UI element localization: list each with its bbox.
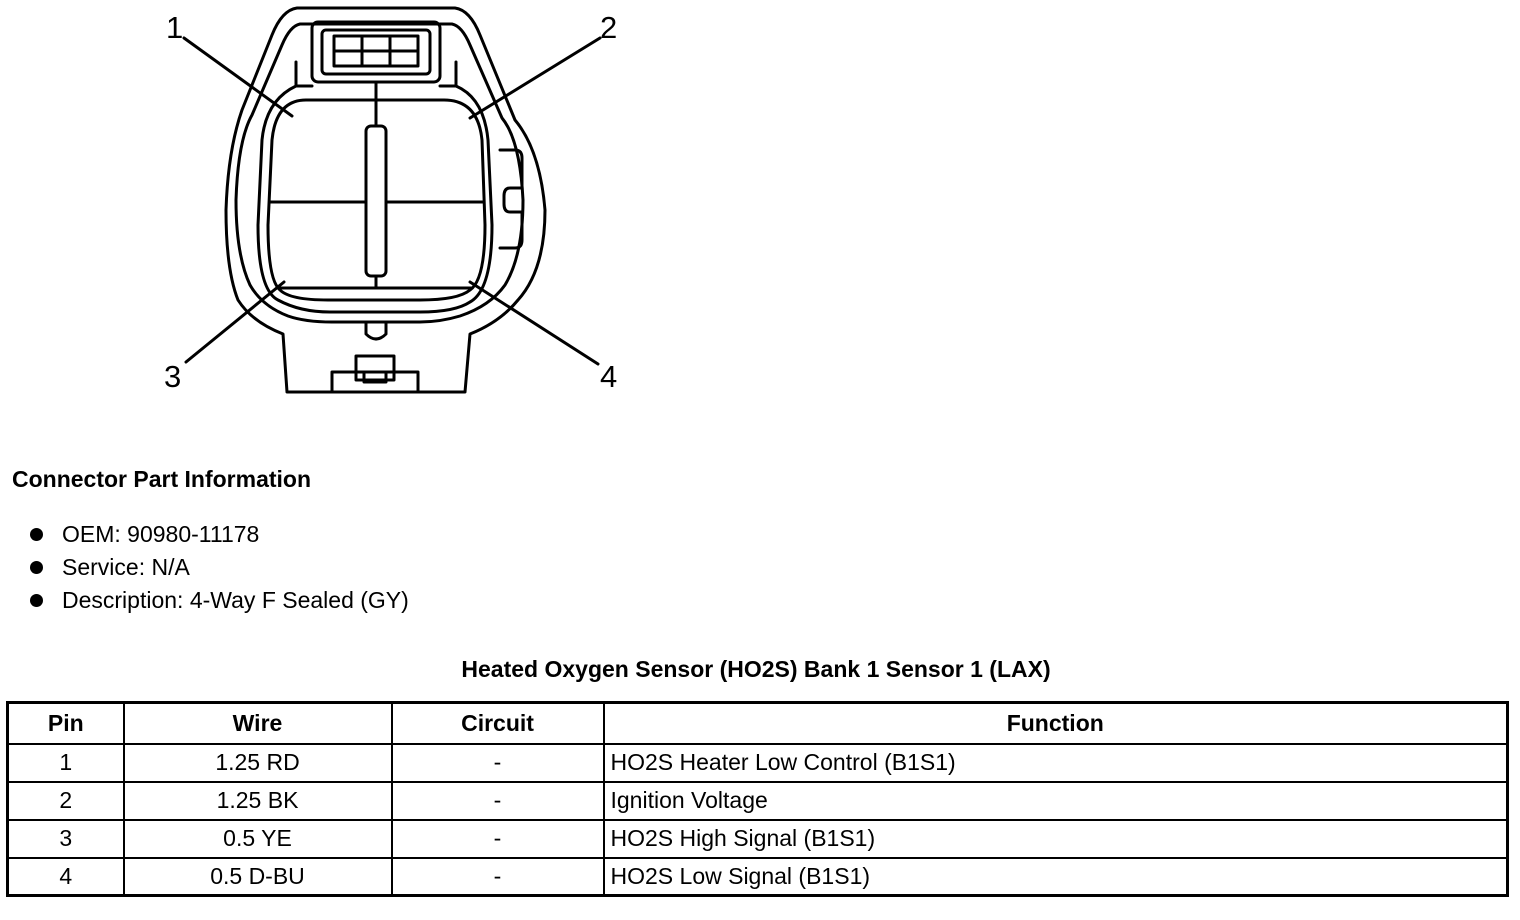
column-header-function: Function <box>602 701 1509 745</box>
part-info-oem: OEM: 90980-11178 <box>62 521 260 547</box>
column-header-circuit: Circuit <box>390 701 605 745</box>
cell-circuit: - <box>390 780 605 821</box>
table-header-row: Pin Wire Circuit Function <box>6 701 1509 745</box>
pinout-table: Pin Wire Circuit Function 1 1.25 RD - HO… <box>6 701 1509 897</box>
cell-wire: 0.5 YE <box>122 818 393 859</box>
cell-circuit: - <box>390 856 605 897</box>
cell-function: Ignition Voltage <box>602 780 1509 821</box>
part-info-item: OEM: 90980-11178 <box>28 518 409 551</box>
bullet-icon <box>30 561 43 574</box>
leader-line-1 <box>182 36 294 118</box>
pin-cavity-block <box>266 98 487 302</box>
part-info-heading: Connector Part Information <box>12 466 312 492</box>
cell-function: HO2S Low Signal (B1S1) <box>602 856 1509 897</box>
cell-wire: 0.5 D-BU <box>122 856 393 897</box>
cell-wire: 1.25 RD <box>122 742 393 783</box>
cell-pin: 2 <box>6 780 125 821</box>
column-header-wire: Wire <box>122 701 393 745</box>
pin-label-1: 1 <box>166 10 183 45</box>
part-info-description: Description: 4-Way F Sealed (GY) <box>62 587 409 613</box>
cell-function: HO2S Heater Low Control (B1S1) <box>602 742 1509 783</box>
pinout-table-title: Heated Oxygen Sensor (HO2S) Bank 1 Senso… <box>461 656 1051 682</box>
side-key <box>498 148 524 250</box>
leader-line-2 <box>468 36 602 120</box>
table-row: 3 0.5 YE - HO2S High Signal (B1S1) <box>6 818 1509 859</box>
part-info-list: OEM: 90980-11178 Service: N/A Descriptio… <box>28 518 409 617</box>
cell-pin: 3 <box>6 818 125 859</box>
bullet-icon <box>30 594 43 607</box>
cell-pin: 1 <box>6 742 125 783</box>
pin-label-4: 4 <box>600 359 617 394</box>
cell-function: HO2S High Signal (B1S1) <box>602 818 1509 859</box>
part-info-service: Service: N/A <box>62 554 190 580</box>
center-divider <box>364 124 388 278</box>
part-info-item: Service: N/A <box>28 551 409 584</box>
locking-tab-inner <box>320 28 432 76</box>
column-header-pin: Pin <box>6 701 125 745</box>
leader-line-4 <box>468 280 600 366</box>
table-row: 2 1.25 BK - Ignition Voltage <box>6 780 1509 821</box>
cell-circuit: - <box>390 818 605 859</box>
leader-line-3 <box>184 280 286 364</box>
connector-inner-housing <box>234 22 525 324</box>
pin-label-2: 2 <box>600 10 617 45</box>
bullet-icon <box>30 528 43 541</box>
cell-pin: 4 <box>6 856 125 897</box>
part-info-item: Description: 4-Way F Sealed (GY) <box>28 584 409 617</box>
table-row: 4 0.5 D-BU - HO2S Low Signal (B1S1) <box>6 856 1509 897</box>
table-row: 1 1.25 RD - HO2S Heater Low Control (B1S… <box>6 742 1509 783</box>
connector-face-diagram: 1 2 3 4 <box>164 6 617 394</box>
cell-circuit: - <box>390 742 605 783</box>
cell-wire: 1.25 BK <box>122 780 393 821</box>
pin-label-3: 3 <box>164 359 181 394</box>
